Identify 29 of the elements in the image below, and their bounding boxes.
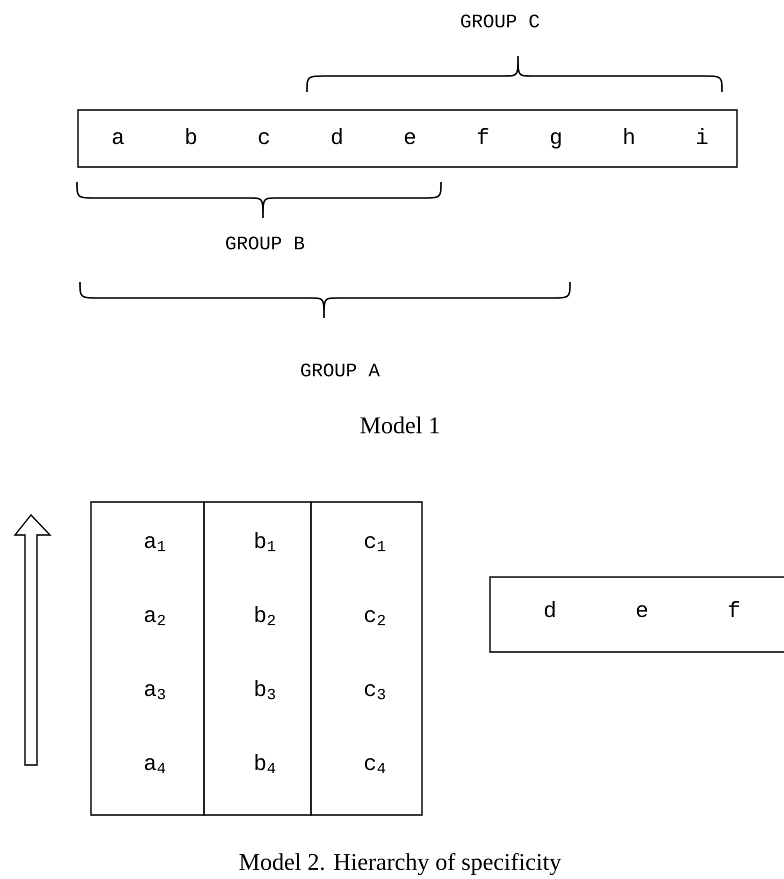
- letter: a$_{3}$: [144, 684, 165, 700]
- letter: b$_{3}$: [255, 680, 275, 700]
- letter: c$_{4}$: [364, 758, 386, 774]
- letter: a$_{1}$: [144, 536, 166, 552]
- letter: e: [636, 605, 648, 618]
- letter: g: [550, 132, 561, 149]
- caption: Model 1: [360, 416, 439, 434]
- letter: f: [478, 128, 488, 144]
- letter: b$_{1}$: [255, 532, 276, 552]
- letter: d: [332, 128, 342, 144]
- caption: Model 2. Hierarchy of specificity: [239, 852, 562, 876]
- letter: h: [624, 128, 634, 144]
- letter: a$_{4}$: [144, 758, 166, 774]
- letter: e: [404, 132, 416, 144]
- letter: a: [112, 132, 124, 144]
- letter: c$_{1}$: [364, 536, 386, 552]
- group-label: GROUP C: [461, 14, 540, 28]
- letter: b$_{4}$: [255, 754, 276, 774]
- letter: a$_{2}$: [144, 610, 165, 626]
- group-label: GROUP B: [226, 236, 304, 250]
- group-label: GROUP A: [301, 364, 380, 376]
- letter: f: [728, 601, 740, 617]
- letter: i: [696, 128, 708, 144]
- letter: b$_{2}$: [255, 606, 275, 626]
- letter: c$_{3}$: [364, 684, 385, 700]
- letter: c$_{2}$: [364, 610, 385, 626]
- letter: d: [544, 601, 555, 618]
- letter: c: [258, 132, 269, 144]
- letter: b: [186, 128, 196, 144]
